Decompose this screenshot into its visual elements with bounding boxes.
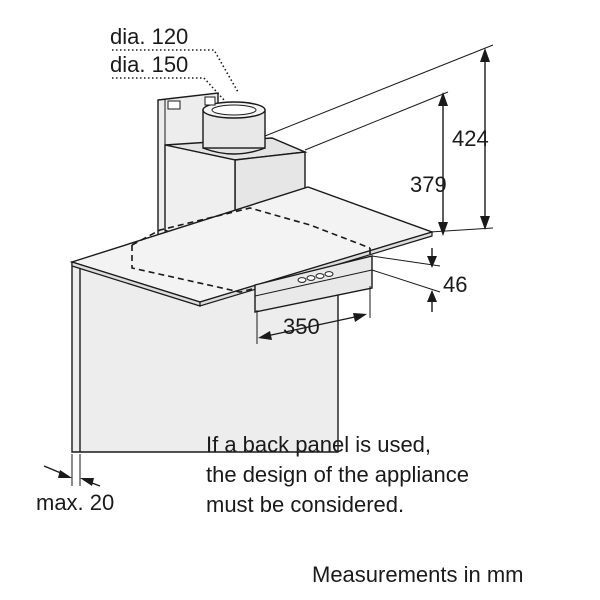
height-424-dimension: 424: [264, 44, 494, 233]
units-caption: Measurements in mm: [312, 562, 524, 587]
width-350-label: 350: [283, 314, 320, 339]
width-350-dimension: 350: [256, 286, 371, 344]
control-button: [297, 277, 307, 283]
depth-46-label: 46: [443, 272, 467, 297]
note-line-1: If a back panel is used,: [206, 432, 431, 457]
max-20-label: max. 20: [36, 490, 114, 515]
height-379-label: 379: [410, 172, 447, 197]
height-424-label: 424: [452, 126, 489, 151]
duct-collar: [167, 96, 266, 155]
note-line-3: must be considered.: [206, 492, 404, 517]
control-button: [315, 273, 325, 279]
control-button: [324, 271, 334, 277]
dia-150-label: dia. 150: [110, 52, 188, 77]
depth-46-dimension: 46: [371, 248, 467, 312]
hood-body: [254, 255, 373, 313]
control-button: [306, 275, 316, 281]
panel-thickness-dimension: max. 20: [36, 454, 114, 515]
height-379-dimension: 379: [304, 91, 449, 236]
control-buttons: [297, 271, 334, 283]
duct-diameter-dimension: dia. 120 dia. 150: [110, 24, 239, 101]
note-line-2: the design of the appliance: [206, 462, 469, 487]
dia-120-label: dia. 120: [110, 24, 188, 49]
back-panel-note: If a back panel is used, the design of t…: [206, 432, 469, 517]
